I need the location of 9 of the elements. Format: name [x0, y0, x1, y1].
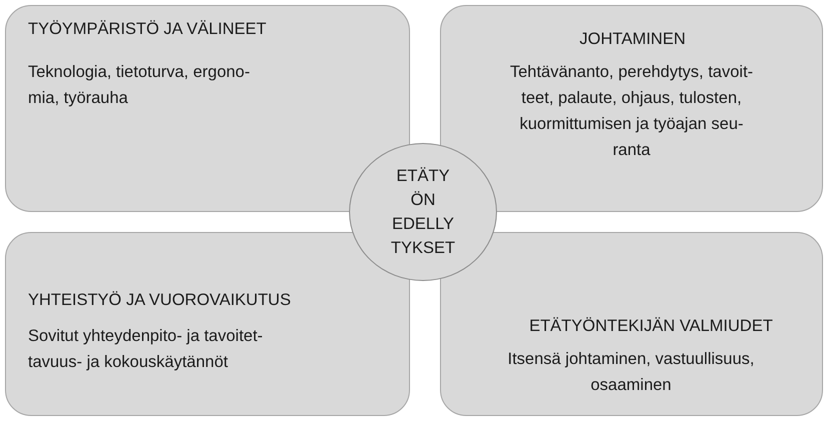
box-body-text: Tehtävänanto, perehdytys, tavoit- teet, palaute, ohjaus, tulosten, kuormittumisen ja työajan seu- ranta	[508, 62, 754, 161]
center-label: ETÄTY ÖN EDELLY TYKSET	[390, 166, 456, 259]
box-heading: TYÖYMPÄRISTÖ JA VÄLINEET	[28, 19, 268, 40]
box-body-text: Sovitut yhteydenpito- ja tavoitet- tavuus- ja kokouskäytännöt	[28, 326, 264, 373]
box-heading: ETÄTYÖNTEKIJÄN VALMIUDET	[528, 316, 774, 337]
box-heading: JOHTAMINEN	[578, 29, 687, 50]
box-heading: YHTEISTYÖ JA VUOROVAIKUTUS	[28, 290, 292, 311]
box-body-text: Itsensä johtaminen, vastuullisuus, osaaminen	[506, 349, 756, 396]
box-body-text: Teknologia, tietoturva, ergono- mia, työrauha	[28, 62, 251, 109]
